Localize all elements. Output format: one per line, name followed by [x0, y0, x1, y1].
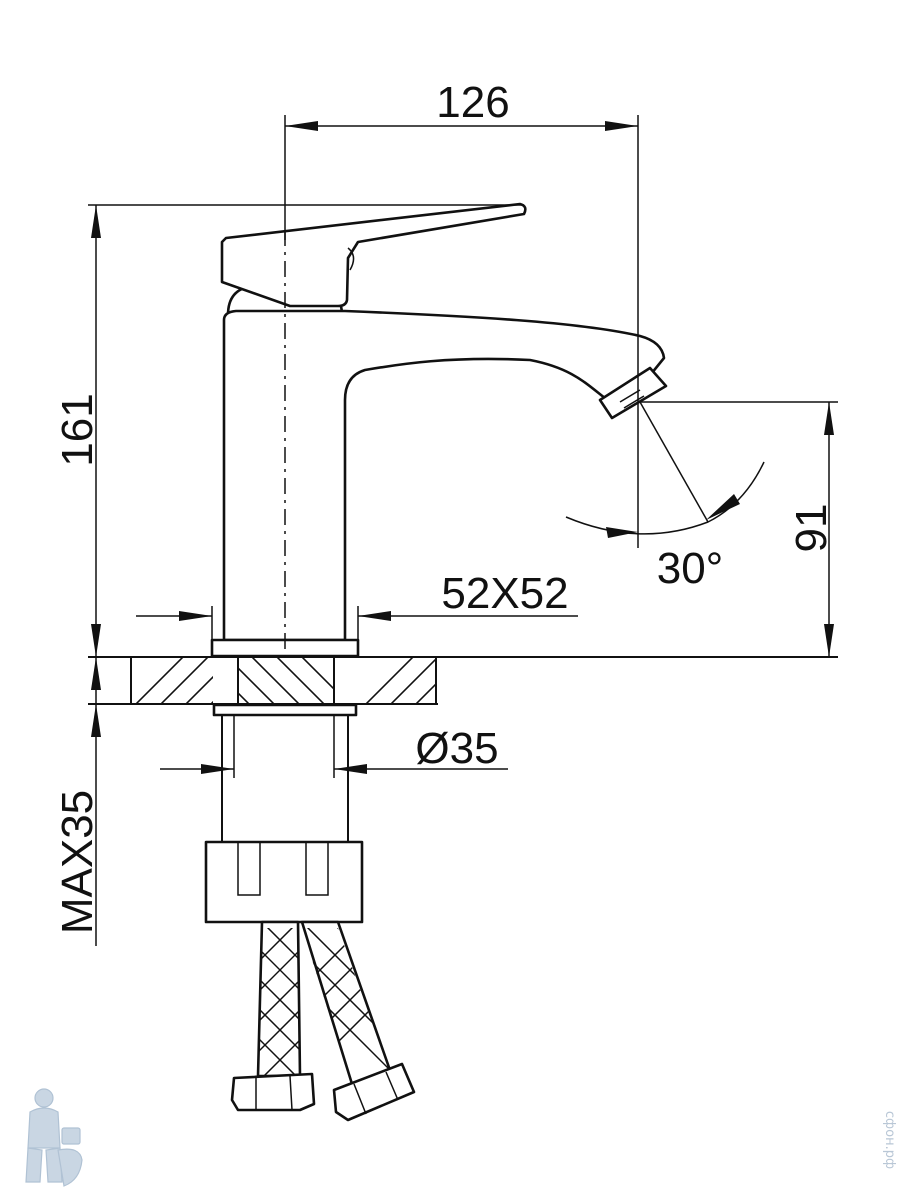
dimension-mount-hole: Ø35 — [160, 724, 508, 774]
braided-hoses — [230, 920, 416, 1122]
mounting-shank — [212, 703, 358, 842]
mounting-nut — [204, 840, 364, 924]
dimension-spout-height: 91 — [640, 401, 838, 657]
dimension-base-label: 52X52 — [441, 569, 568, 618]
dimension-max-thickness: MAX35 — [53, 657, 102, 946]
dimension-total-height: 161 — [53, 204, 524, 657]
dimension-reach: 126 — [284, 78, 639, 548]
dimension-spout-height-label: 91 — [787, 504, 836, 553]
dimension-max-label: MAX35 — [53, 790, 102, 934]
dimension-angle-label: 30° — [657, 544, 724, 593]
dimension-spout-angle: 30° — [565, 401, 765, 593]
dimension-height-label: 161 — [53, 393, 102, 466]
dimension-hole-label: Ø35 — [415, 724, 498, 773]
plumber-logo-icon — [25, 1088, 83, 1187]
dimension-base-size: 52X52 — [136, 569, 578, 657]
dimension-reach-label: 126 — [436, 78, 509, 127]
faucet-outline — [210, 202, 668, 658]
watermark-site-text: сфон.рф — [882, 1111, 897, 1169]
